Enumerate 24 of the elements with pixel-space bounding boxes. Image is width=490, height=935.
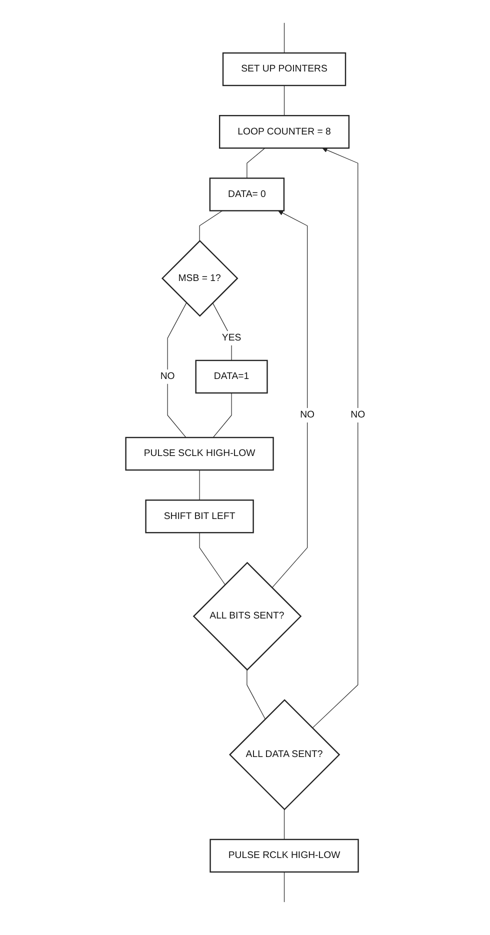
node-box: SHIFT BIT LEFT [144, 500, 254, 534]
node-box: DATA=1 [194, 360, 268, 394]
node-diamond: ALL DATA SENT? [228, 699, 340, 810]
arrow [271, 210, 308, 588]
arrow [312, 148, 358, 728]
node-box: DATA= 0 [208, 178, 284, 212]
edge-label: NO [300, 410, 314, 420]
node-diamond: MSB = 1? [161, 240, 238, 317]
edge-label: NO [350, 410, 365, 420]
connector [198, 470, 200, 500]
connector [246, 148, 265, 178]
edge-label: YES [221, 332, 241, 343]
node-box: LOOP COUNTER = 8 [218, 115, 350, 149]
node-box: PULSE SCLK HIGH-LOW [124, 436, 274, 471]
node-box: PULSE RCLK HIGH-LOW [209, 838, 358, 873]
connector [212, 302, 232, 361]
connector [198, 210, 222, 242]
edge-label: NO [160, 371, 174, 382]
connector [246, 670, 266, 720]
connector [166, 302, 186, 438]
node-box: SET UP POINTERS [222, 52, 346, 86]
node-diamond: ALL BITS SENT? [192, 562, 302, 671]
connector [198, 532, 225, 585]
connector [212, 392, 232, 438]
